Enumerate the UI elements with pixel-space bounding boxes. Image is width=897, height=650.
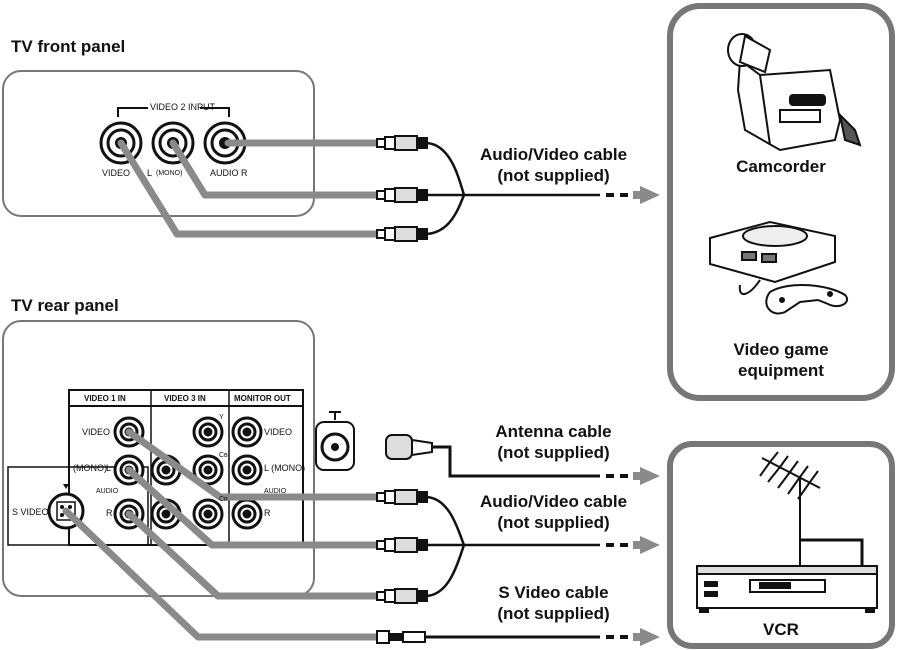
antenna-jack [315, 411, 355, 471]
rear-cables [62, 428, 381, 641]
av-cable-1-line1: Audio/Video cable [479, 145, 628, 164]
rear-mon-audio-label: AUDIO [264, 488, 287, 495]
rear-cb-label: Cʙ [219, 452, 228, 459]
video2-bracket [117, 107, 230, 117]
game-label-line1: Video game [733, 340, 829, 359]
svideo-plug [376, 630, 628, 644]
antenna-cable-label: Antenna cable (not supplied) [466, 421, 641, 463]
rear-jack-cr [192, 498, 224, 530]
rear-jack-mon-l [231, 454, 263, 486]
rear-jack-cb [192, 454, 224, 486]
rear-video1-mono-label: (MONO) [73, 463, 107, 473]
rear-jack-y [192, 416, 224, 448]
svideo-block [7, 466, 149, 546]
rear-jack-mon-r [231, 498, 263, 530]
game-label-line2: equipment [738, 361, 824, 380]
rear-panel-title: TV rear panel [11, 296, 119, 315]
rear-jack-mon-video [231, 416, 263, 448]
device-box-top [667, 3, 895, 401]
front-plugs [376, 135, 428, 242]
front-panel-title: TV front panel [11, 37, 126, 56]
rear-video1-audio-label: AUDIO [96, 488, 119, 495]
rear-hdr-video3: VIDEO 3 IN [164, 394, 206, 403]
rear-y-label: Y [219, 414, 224, 421]
front-group-label: VIDEO 2 INPUT [150, 102, 216, 112]
av-cable-2-line1: Audio/Video cable [479, 492, 628, 511]
game-console-icon [709, 220, 848, 315]
arrow-camcorder [640, 186, 660, 204]
rear-mon-l-label: L (MONO) [264, 463, 306, 473]
front-jack-mono-label: (MONO) [156, 170, 183, 177]
svideo-cable-line1: S Video cable [498, 583, 609, 602]
antenna-cable-line1: Antenna cable [495, 422, 612, 441]
front-jack-audio-r-label: AUDIO R [210, 168, 248, 178]
antenna-cable-line2: (not supplied) [497, 443, 610, 462]
device-box-vcr [667, 441, 895, 649]
rear-hdr-video1: VIDEO 1 IN [84, 394, 126, 403]
av-cable-2-line2: (not supplied) [497, 513, 610, 532]
front-cables [117, 139, 381, 238]
game-label: Video game equipment [680, 339, 882, 381]
rear-av-cable [426, 495, 628, 598]
arrow-antenna [640, 467, 660, 485]
rear-cr-label: Cʀ [219, 496, 228, 503]
front-av-cable [426, 141, 628, 236]
arrow-av-vcr [640, 536, 660, 554]
vcr-icon [696, 538, 878, 613]
rear-svideo-label: S VIDEO [12, 507, 49, 517]
front-jack-video-label: VIDEO [102, 168, 131, 178]
antenna-plug [385, 434, 628, 478]
rear-video1-r-label: R [106, 508, 113, 518]
svideo-cable-label: S Video cable (not supplied) [466, 582, 641, 624]
av-cable-2-label: Audio/Video cable (not supplied) [466, 491, 641, 533]
av-cable-1-line2: (not supplied) [497, 166, 610, 185]
arrow-svideo [640, 628, 660, 646]
rear-mon-r-label: R [264, 508, 271, 518]
camcorder-icon [727, 33, 862, 152]
camcorder-label: Camcorder [736, 157, 826, 176]
tv-antenna-icon [759, 451, 821, 540]
rear-video1-video-label: VIDEO [82, 427, 111, 437]
rear-plugs [376, 489, 428, 604]
front-jack-l-label: L [147, 168, 153, 178]
svideo-cable-line2: (not supplied) [497, 604, 610, 623]
av-cable-1-label: Audio/Video cable (not supplied) [466, 144, 641, 186]
rear-mon-video-label: VIDEO [264, 427, 293, 437]
rear-hdr-monitor-out: MONITOR OUT [234, 394, 291, 403]
rear-video1-l-label: L [106, 463, 112, 473]
vcr-label: VCR [763, 620, 799, 639]
